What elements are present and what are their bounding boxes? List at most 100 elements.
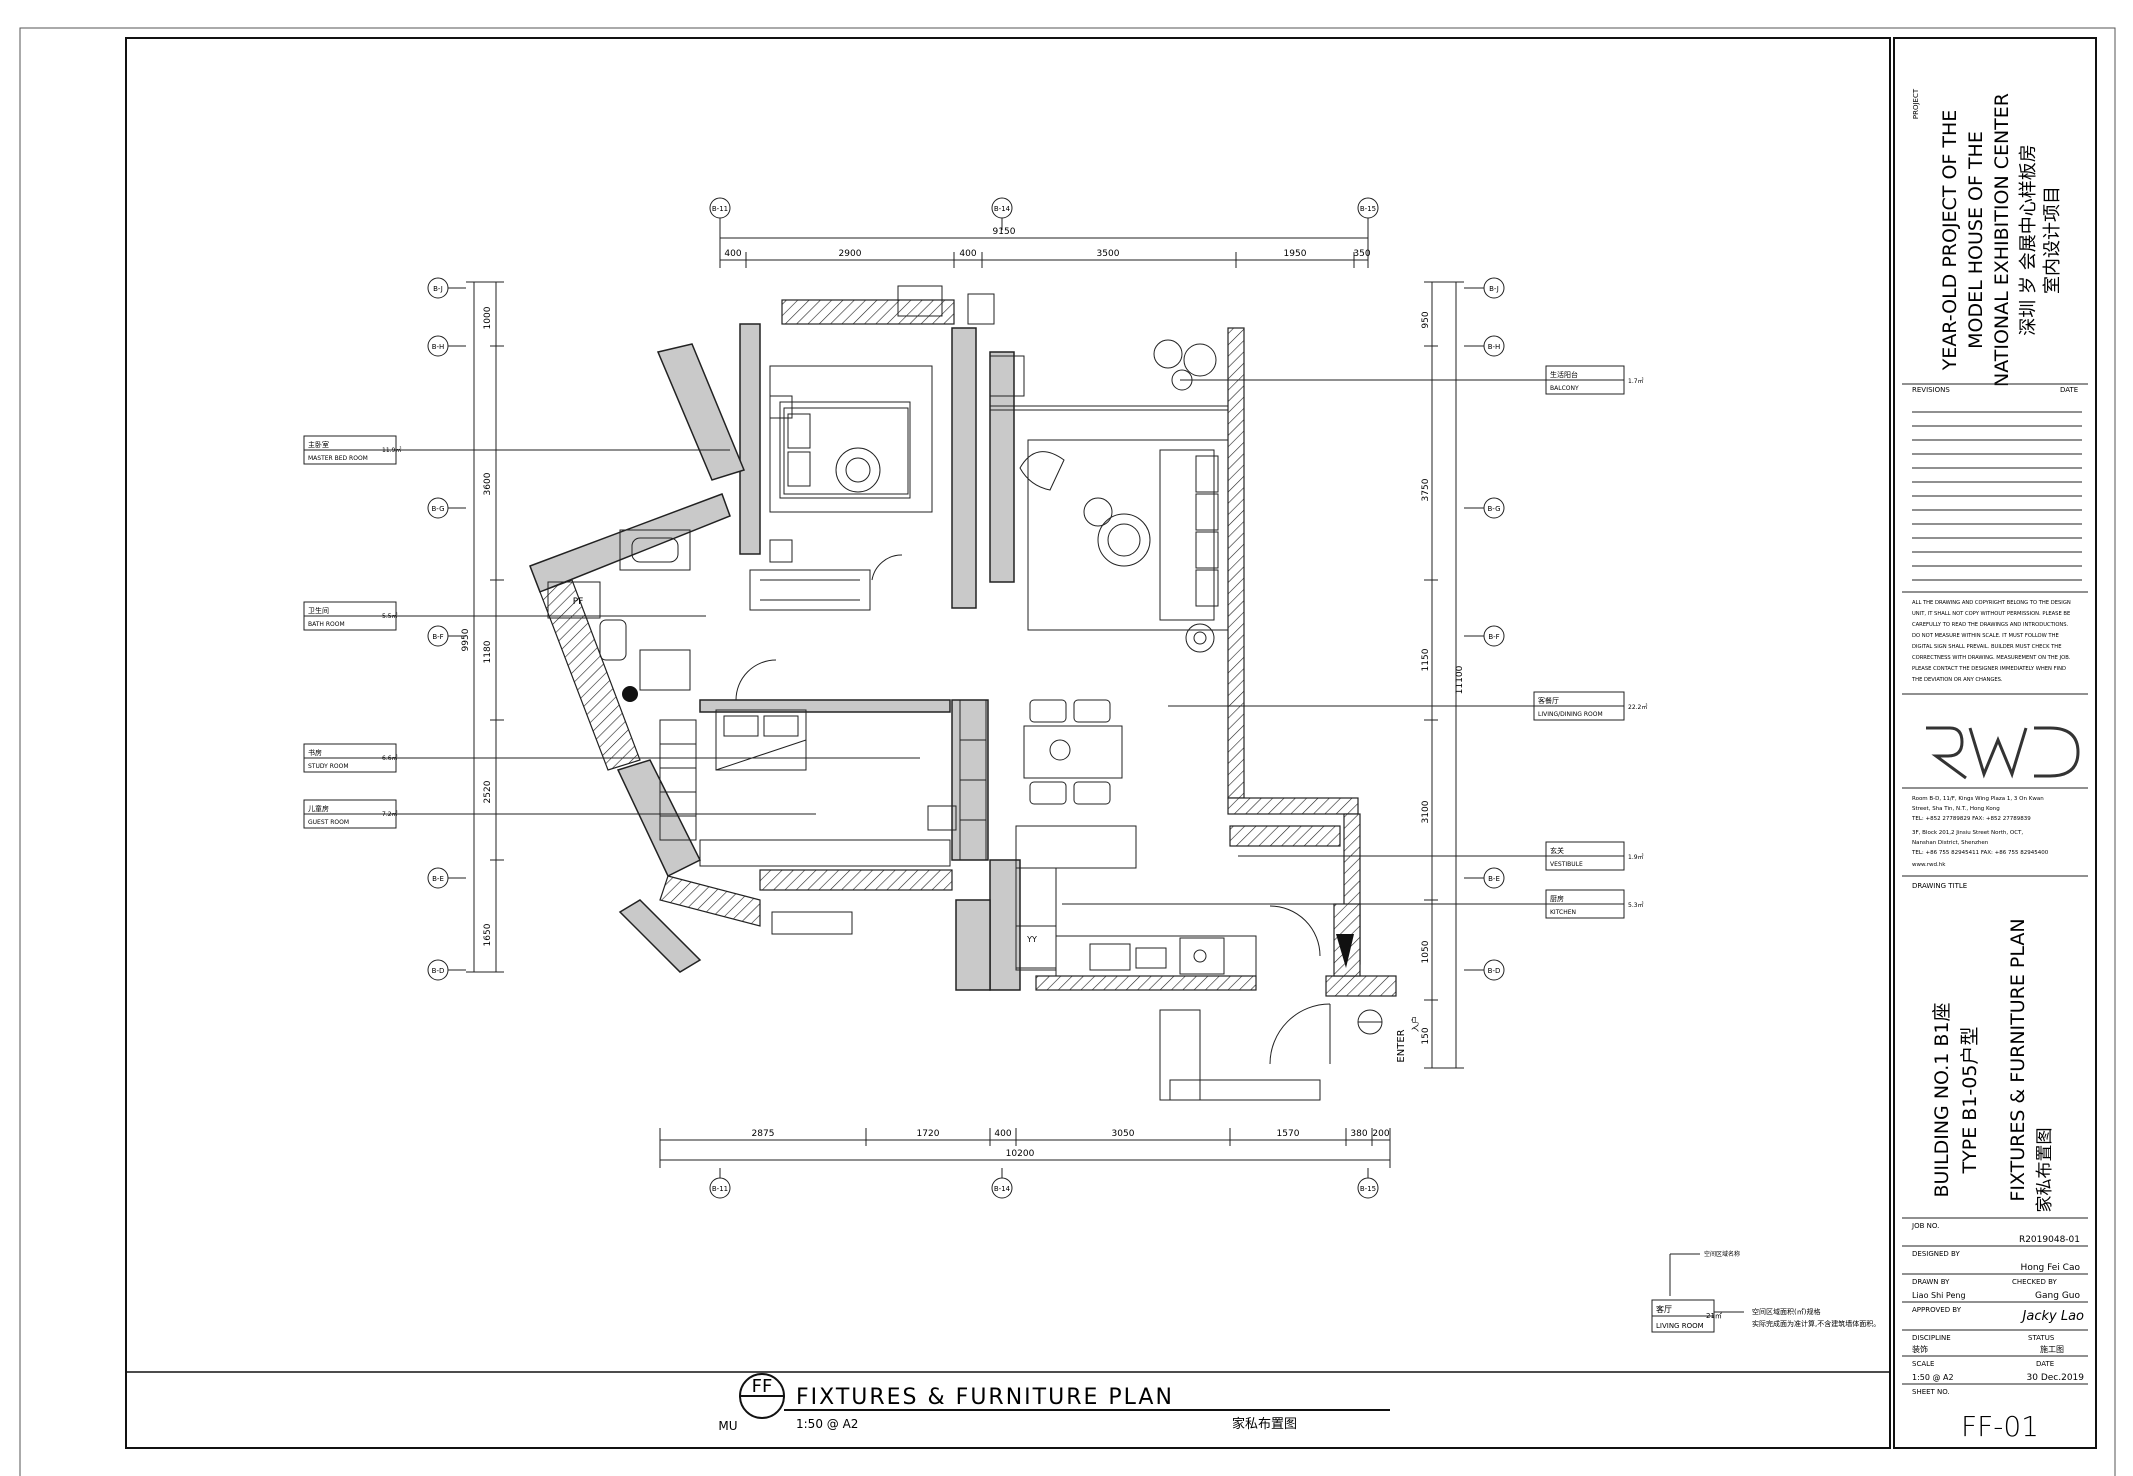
room-tag-guest-room: 儿童房 GUEST ROOM 7.2㎡ [303,799,816,829]
dimension-left: 9950 1000 3600 1180 2520 1650 [461,281,504,973]
grid-right-2: B-G [1487,505,1500,513]
project-title-cn-2: 室内设计项目 [2042,186,2063,294]
revisions-label: REVISIONS [1912,386,1950,394]
grid-right-0: B-J [1489,285,1499,293]
svg-text:BATH ROOM: BATH ROOM [308,621,345,628]
scale-value: 1:50 @ A2 [1912,1373,1954,1382]
grid-right-5: B-D [1488,967,1501,975]
svg-text:生活阳台: 生活阳台 [1550,370,1578,379]
svg-text:卫生间: 卫生间 [308,606,329,615]
dining-furniture [959,699,1123,861]
dim-right-3: 3100 [1421,800,1431,823]
checked-by-value: Gang Guo [2035,1291,2080,1301]
svg-text:LIVING/DINING ROOM: LIVING/DINING ROOM [1538,711,1603,718]
dim-left-2: 1180 [483,640,493,663]
dim-top-3: 3500 [1097,249,1120,259]
label-pf: PF [573,597,584,607]
svg-text:STUDY ROOM: STUDY ROOM [308,763,349,770]
grid-bottom-2: B-15 [1360,1185,1376,1193]
room-tags-right: 生活阳台 BALCONY 1.7㎡ 客餐厅 LIVING/DINING ROOM… [1062,365,1647,919]
dim-left-3: 2520 [483,780,493,803]
outer-border [19,27,2116,1476]
svg-text:6.6㎡: 6.6㎡ [382,754,398,762]
dim-top-4: 1950 [1284,249,1307,259]
dimension-top: 9150 400 2900 400 3500 1950 350 [719,227,1371,268]
title-block-frame [1893,37,2097,1449]
svg-text:22.2㎡: 22.2㎡ [1628,703,1647,711]
svg-text:MASTER BED ROOM: MASTER BED ROOM [308,455,368,462]
svg-text:THE DEVIATION OR ANY CHANGES.: THE DEVIATION OR ANY CHANGES. [1911,677,2003,683]
dim-top-2: 400 [959,249,976,259]
date-label: DATE [2036,1360,2054,1368]
dim-right-4: 1050 [1421,940,1431,963]
svg-text:空间区域名称: 空间区域名称 [1704,1250,1740,1258]
sheet-no-label: SHEET NO. [1912,1388,1950,1396]
discipline-label: DISCIPLINE [1912,1334,1951,1342]
designed-by-label: DESIGNED BY [1912,1250,1960,1258]
plan-title-cn: 家私布置图 [1232,1416,1297,1432]
room-tag-living-dining: 客餐厅 LIVING/DINING ROOM 22.2㎡ [1168,691,1647,721]
dim-bottom-total: 10200 [1006,1149,1035,1159]
svg-text:VESTIBULE: VESTIBULE [1550,861,1583,868]
svg-text:DIGITAL SIGN SHALL PREVAIL. BU: DIGITAL SIGN SHALL PREVAIL. BUILDER MUST… [1912,644,2061,650]
room-tag-kitchen: 厨房 KITCHEN 5.3㎡ [1062,889,1644,919]
svg-text:实际完成面为准计算,不含建筑墙体面积。: 实际完成面为准计算,不含建筑墙体面积。 [1752,1319,1880,1328]
svg-text:KITCHEN: KITCHEN [1550,909,1576,916]
grid-right-4: B-E [1488,875,1500,883]
project-title-line-3: NATIONAL EXHIBITION CENTER [1991,93,2013,387]
designed-by-value: Hong Fei Cao [2021,1263,2081,1273]
svg-text:TEL: +86 755 82945411 FAX:: TEL: +86 755 82945411 FAX: +86 755 82945… [1911,850,2049,856]
svg-text:玄关: 玄关 [1550,846,1564,855]
job-label: JOB NO. [1911,1222,1939,1230]
dim-bottom-6: 200 [1372,1129,1389,1139]
grid-left-2: B-G [431,505,444,513]
svg-text:5.5㎡: 5.5㎡ [382,612,398,620]
svg-text:UNIT, IT SHALL NOT COPY WITHOU: UNIT, IT SHALL NOT COPY WITHOUT PERMISSI… [1912,611,2070,617]
dim-right-2: 1150 [1421,648,1431,671]
dim-right-1: 3750 [1421,478,1431,501]
svg-text:Street, Sha Tin, N.T., Hong K: Street, Sha Tin, N.T., Hong Kong [1912,806,2000,812]
status-label: STATUS [2028,1334,2055,1342]
svg-text:ALL THE DRAWING AND COPYRIGHT: ALL THE DRAWING AND COPYRIGHT BELONG TO … [1912,600,2071,606]
dim-right-5: 150 [1421,1027,1431,1044]
dim-bottom-0: 2875 [752,1129,775,1139]
discipline-value: 装饰 [1912,1344,1928,1354]
sheet-no-value: FF-01 [1961,1410,2039,1443]
label-yy: YY [1026,935,1037,944]
svg-text:厨房: 厨房 [1550,894,1564,903]
drawing-title-line-4: 家私布置图 [2035,1128,2055,1213]
dim-left-0: 1000 [483,306,493,329]
svg-text:Nanshan District, Shenzhen: Nanshan District, Shenzhen [1912,840,1989,846]
project-title-cn-1: 深圳 岁 会展中心样板房 [2018,144,2039,335]
date-value: 30 Dec.2019 [2027,1373,2085,1383]
drawing-frame [125,37,1891,1449]
living-room-furniture [989,339,1229,653]
svg-text:Room B-D, 11/F, Kings Wing Pla: Room B-D, 11/F, Kings Wing Plaza 1, 3 On… [1912,796,2044,802]
grid-bottom-1: B-14 [994,1185,1011,1193]
room-tag-balcony: 生活阳台 BALCONY 1.7㎡ [1180,365,1644,395]
entry-label-en: ENTER [1396,1029,1407,1062]
plan-title-badge-sub: MU [718,1419,737,1433]
firm-address: Room B-D, 11/F, Kings Wing Plaza 1, 3 On… [1911,796,2049,868]
grid-bottom-0: B-11 [712,1185,728,1193]
entry-label-cn: 入户 [1410,1016,1420,1032]
drawing-title-line-1: BUILDING NO.1 B1座 [1931,1002,1953,1197]
plan-title-text: FIXTURES & FURNITURE PLAN [796,1385,1174,1410]
dim-top-1: 2900 [839,249,862,259]
dimension-bottom: 2875 1720 400 3050 1570 380 200 10200 [659,1128,1391,1168]
revisions-date-label: DATE [2060,386,2078,394]
status-value: 施工图 [2040,1344,2064,1354]
dim-right-0: 950 [1421,311,1431,328]
svg-text:5.3㎡: 5.3㎡ [1628,901,1644,909]
drawing-title-label: DRAWING TITLE [1912,882,1967,890]
grid-bubbles-bottom: B-11 B-14 B-15 [709,1168,1379,1199]
grid-top-1: B-14 [994,205,1011,213]
dim-right-total: 11100 [1455,665,1465,694]
svg-text:LIVING ROOM: LIVING ROOM [1656,1322,1704,1330]
approved-by-signature: Jacky Lao [2020,1309,2085,1324]
svg-text:CORRECTNESS WITH DRAWING. MEAS: CORRECTNESS WITH DRAWING. MEASUREMENT ON… [1912,655,2071,661]
svg-text:空间区域面积(㎡)规格: 空间区域面积(㎡)规格 [1752,1307,1820,1316]
disclaimer: ALL THE DRAWING AND COPYRIGHT BELONG TO … [1911,600,2071,683]
firm-logo [1926,726,2080,780]
dim-left-1: 3600 [483,472,493,495]
